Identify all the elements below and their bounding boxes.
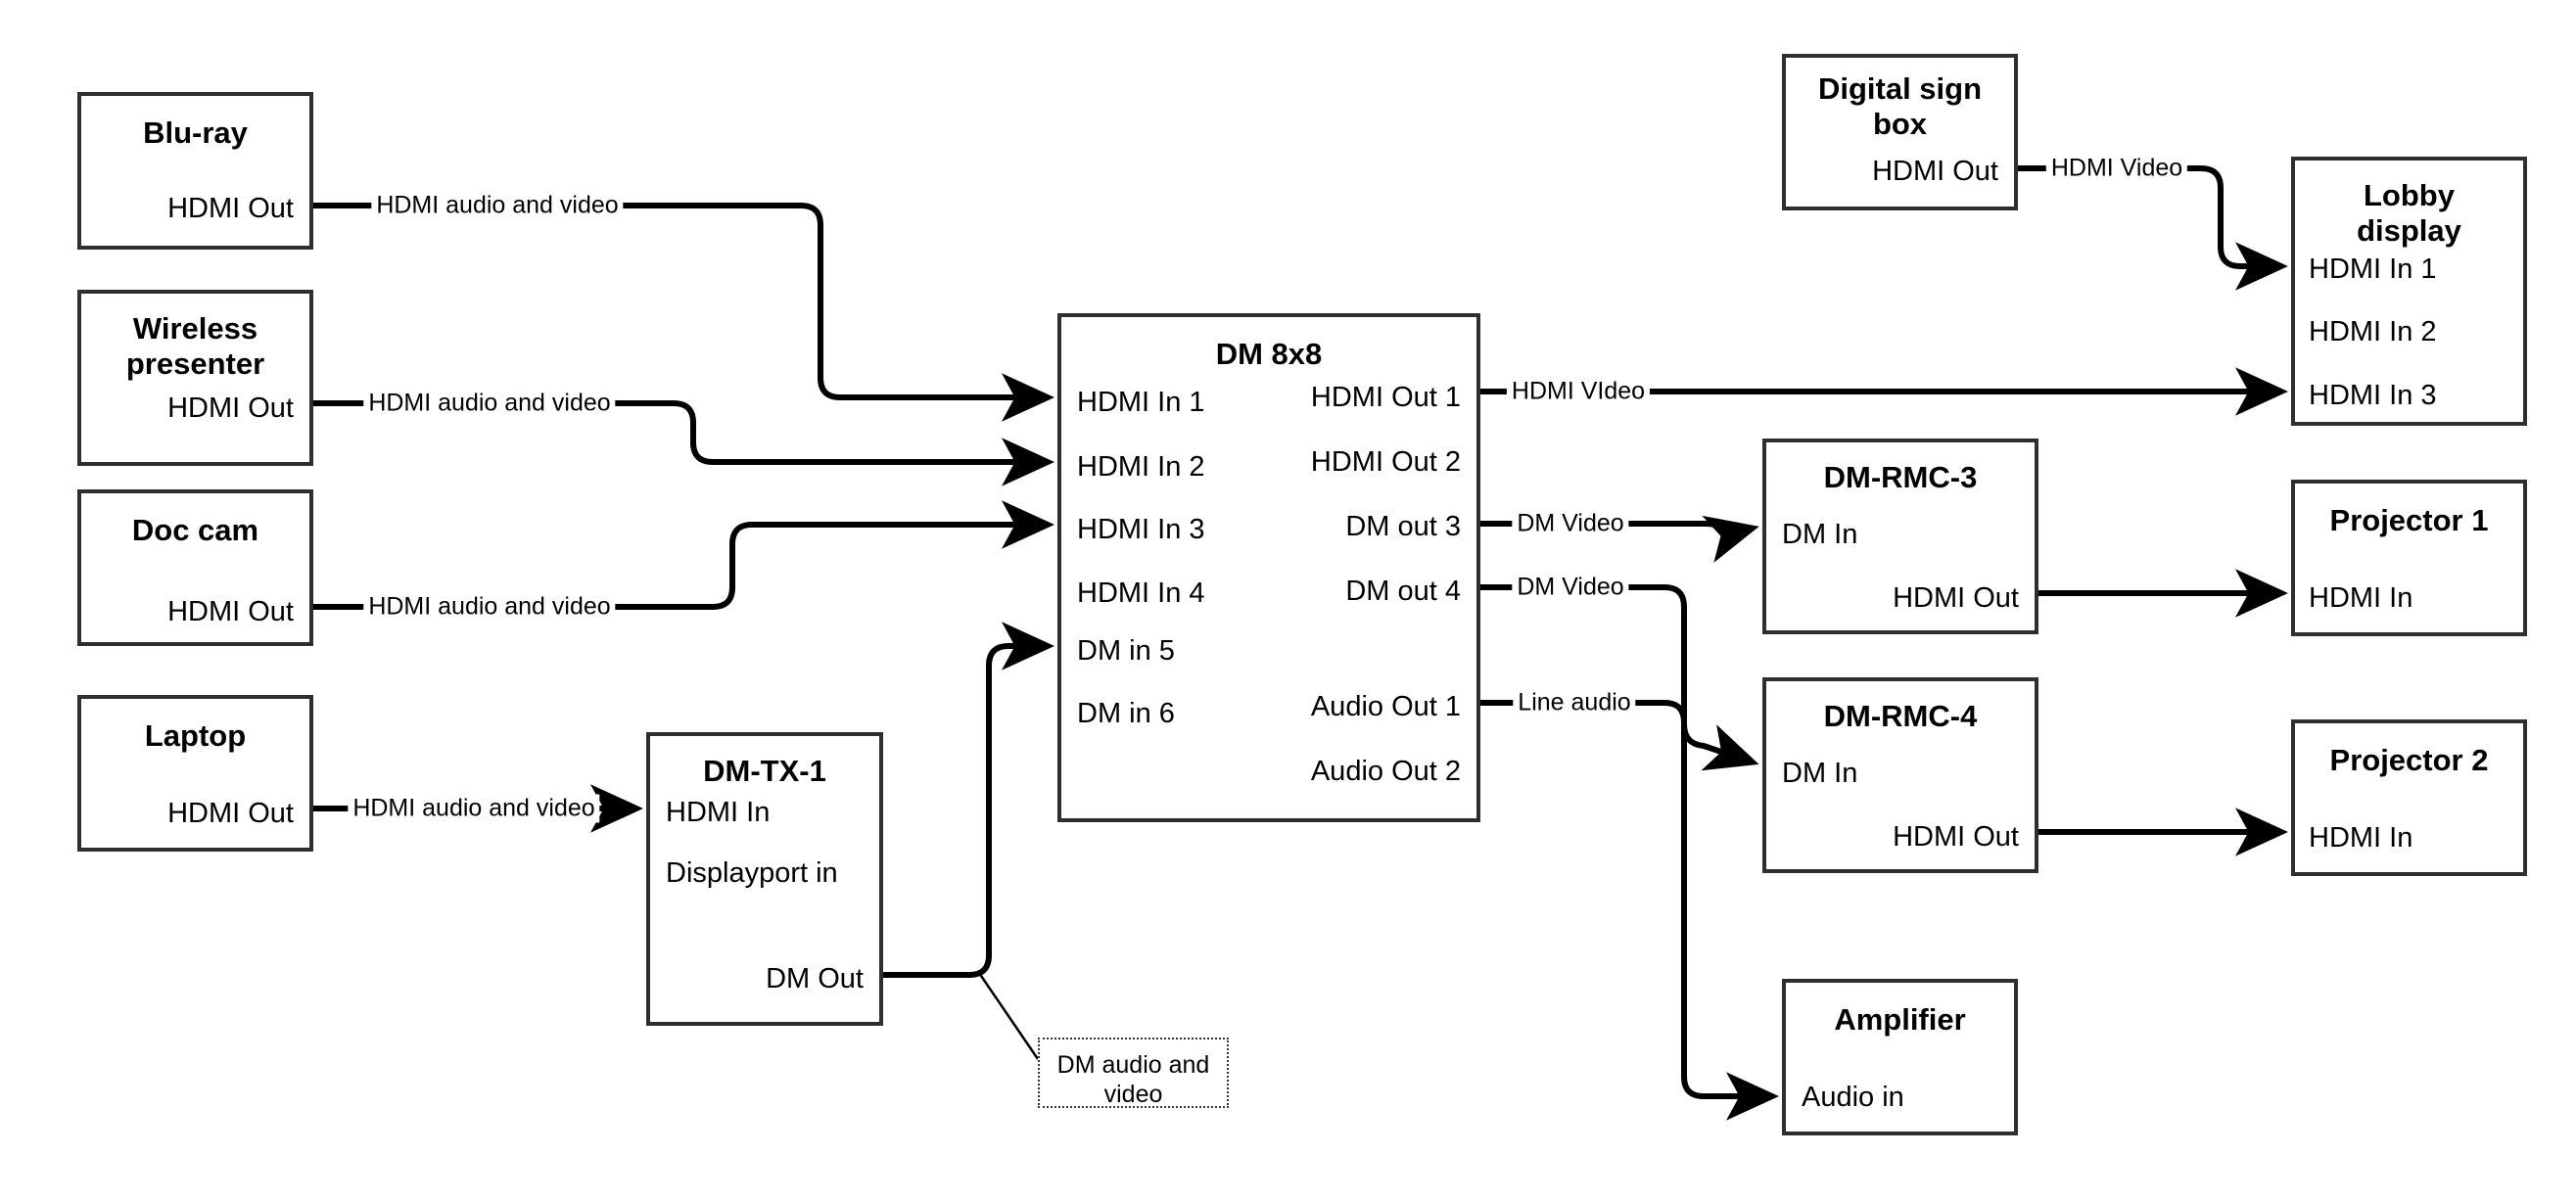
port-dm-rmc-4-hdmi-out: HDMI Out bbox=[1893, 821, 2019, 853]
wire-dm-out-3-to-rmc-3 bbox=[1480, 515, 1759, 563]
port-dm-8x8-hdmi-out-1: HDMI Out 1 bbox=[1310, 382, 1461, 413]
node-dm-8x8[interactable]: DM 8x8 HDMI In 1 HDMI In 2 HDMI In 3 HDM… bbox=[1057, 313, 1480, 822]
port-laptop-hdmi-out: HDMI Out bbox=[167, 798, 294, 829]
node-laptop-title: Laptop bbox=[144, 718, 247, 753]
note-dm-audio-and-video: DM audio and video bbox=[1038, 1038, 1229, 1108]
node-blu-ray-title: Blu-ray bbox=[143, 115, 248, 150]
wire-digital-sign-to-lobby-in-1 bbox=[2017, 165, 2288, 291]
node-wireless-presenter-title: Wireless presenter bbox=[125, 311, 265, 382]
wire-wireless-to-hdmi-in-2 bbox=[313, 400, 1054, 486]
wire-label-digital-sign-to-lobby-in-1: HDMI Video bbox=[2045, 154, 2188, 183]
wire-label-blu-ray-to-hdmi-in-1: HDMI audio and video bbox=[371, 191, 624, 220]
wire-label-dm-out-3-to-rmc-3: DM Video bbox=[1512, 509, 1629, 538]
note-dm-audio-and-video-text: DM audio and video bbox=[1056, 1051, 1210, 1108]
port-dm-rmc-3-dm-in: DM In bbox=[1782, 519, 1858, 550]
port-lobby-display-hdmi-in-3: HDMI In 3 bbox=[2309, 380, 2437, 411]
port-dm-8x8-hdmi-out-2: HDMI Out 2 bbox=[1310, 446, 1461, 478]
port-dm-rmc-3-hdmi-out: HDMI Out bbox=[1893, 582, 2019, 614]
node-dm-tx-1-title: DM-TX-1 bbox=[703, 754, 826, 788]
node-dm-8x8-title: DM 8x8 bbox=[1215, 337, 1323, 371]
node-lobby-display-title: Lobby display bbox=[2357, 178, 2461, 249]
node-wireless-presenter[interactable]: Wireless presenter HDMI Out bbox=[77, 290, 313, 466]
node-projector-2[interactable]: Projector 2 HDMI In bbox=[2291, 719, 2527, 876]
port-dm-tx-1-hdmi-in: HDMI In bbox=[666, 797, 771, 828]
port-wireless-presenter-hdmi-out: HDMI Out bbox=[167, 393, 294, 424]
port-dm-8x8-hdmi-in-3: HDMI In 3 bbox=[1077, 514, 1205, 545]
port-doc-cam-hdmi-out: HDMI Out bbox=[167, 596, 294, 627]
port-digital-sign-box-hdmi-out: HDMI Out bbox=[1872, 156, 1998, 187]
port-dm-8x8-hdmi-in-4: HDMI In 4 bbox=[1077, 577, 1205, 609]
port-dm-8x8-dm-in-5: DM in 5 bbox=[1077, 635, 1175, 667]
node-lobby-display[interactable]: Lobby display HDMI In 1 HDMI In 2 HDMI I… bbox=[2291, 157, 2527, 426]
port-dm-8x8-dm-out-3: DM out 3 bbox=[1345, 511, 1461, 542]
port-dm-8x8-audio-out-1: Audio Out 1 bbox=[1310, 691, 1461, 722]
node-dm-rmc-3-title: DM-RMC-3 bbox=[1823, 460, 1978, 494]
node-dm-rmc-4-title: DM-RMC-4 bbox=[1823, 699, 1978, 733]
port-lobby-display-hdmi-in-1: HDMI In 1 bbox=[2309, 254, 2437, 285]
port-projector-2-hdmi-in: HDMI In bbox=[2309, 822, 2413, 854]
port-projector-1-hdmi-in: HDMI In bbox=[2309, 582, 2413, 614]
wire-label-dm-out-4-to-rmc-4: DM Video bbox=[1512, 573, 1629, 602]
node-digital-sign-box-title: Digital sign box bbox=[1817, 71, 1983, 142]
node-dm-rmc-4[interactable]: DM-RMC-4 DM In HDMI Out bbox=[1762, 677, 2038, 873]
node-dm-rmc-3[interactable]: DM-RMC-3 DM In HDMI Out bbox=[1762, 439, 2038, 634]
node-projector-1-title: Projector 1 bbox=[2329, 503, 2489, 537]
wire-label-audio-out-1-to-amplifier: Line audio bbox=[1513, 688, 1636, 717]
node-projector-1[interactable]: Projector 1 HDMI In bbox=[2291, 480, 2527, 636]
node-projector-2-title: Projector 2 bbox=[2329, 743, 2489, 777]
node-blu-ray[interactable]: Blu-ray HDMI Out bbox=[77, 92, 313, 250]
wire-blu-ray-to-hdmi-in-1 bbox=[313, 203, 1054, 422]
wire-dm-out-4-to-rmc-4 bbox=[1480, 584, 1759, 771]
port-dm-8x8-audio-out-2: Audio Out 2 bbox=[1310, 756, 1461, 787]
wire-label-hdmi-out-1-to-lobby-in-3: HDMI VIdeo bbox=[1506, 377, 1651, 406]
port-dm-rmc-4-dm-in: DM In bbox=[1782, 758, 1858, 789]
wire-audio-out-1-to-amplifier bbox=[1480, 700, 1779, 1121]
port-lobby-display-hdmi-in-2: HDMI In 2 bbox=[2309, 316, 2437, 347]
node-laptop[interactable]: Laptop HDMI Out bbox=[77, 695, 313, 852]
wire-label-laptop-to-dm-tx-1: HDMI audio and video bbox=[348, 794, 600, 823]
port-dm-8x8-dm-in-6: DM in 6 bbox=[1077, 698, 1175, 729]
node-amplifier-title: Amplifier bbox=[1834, 1002, 1966, 1037]
port-amplifier-audio-in: Audio in bbox=[1802, 1082, 1904, 1113]
wire-label-doc-cam-to-hdmi-in-3: HDMI audio and video bbox=[363, 592, 616, 622]
node-doc-cam[interactable]: Doc cam HDMI Out bbox=[77, 489, 313, 646]
port-dm-tx-1-displayport-in: Displayport in bbox=[666, 857, 838, 889]
wire-doc-cam-to-hdmi-in-3 bbox=[313, 500, 1054, 610]
port-dm-tx-1-dm-out: DM Out bbox=[766, 963, 864, 994]
wire-label-wireless-to-hdmi-in-2: HDMI audio and video bbox=[363, 389, 616, 418]
port-dm-8x8-dm-out-4: DM out 4 bbox=[1345, 576, 1461, 607]
node-dm-tx-1[interactable]: DM-TX-1 HDMI In Displayport in DM Out bbox=[646, 732, 883, 1026]
port-dm-8x8-hdmi-in-2: HDMI In 2 bbox=[1077, 451, 1205, 483]
node-digital-sign-box[interactable]: Digital sign box HDMI Out bbox=[1782, 54, 2018, 210]
node-doc-cam-title: Doc cam bbox=[131, 513, 259, 547]
port-blu-ray-hdmi-out: HDMI Out bbox=[167, 193, 294, 224]
port-dm-8x8-hdmi-in-1: HDMI In 1 bbox=[1077, 387, 1205, 418]
wire-dm-tx-1-to-dm-in-5 bbox=[883, 622, 1054, 978]
node-amplifier[interactable]: Amplifier Audio in bbox=[1782, 979, 2018, 1135]
note-leader-line bbox=[977, 972, 1040, 1060]
